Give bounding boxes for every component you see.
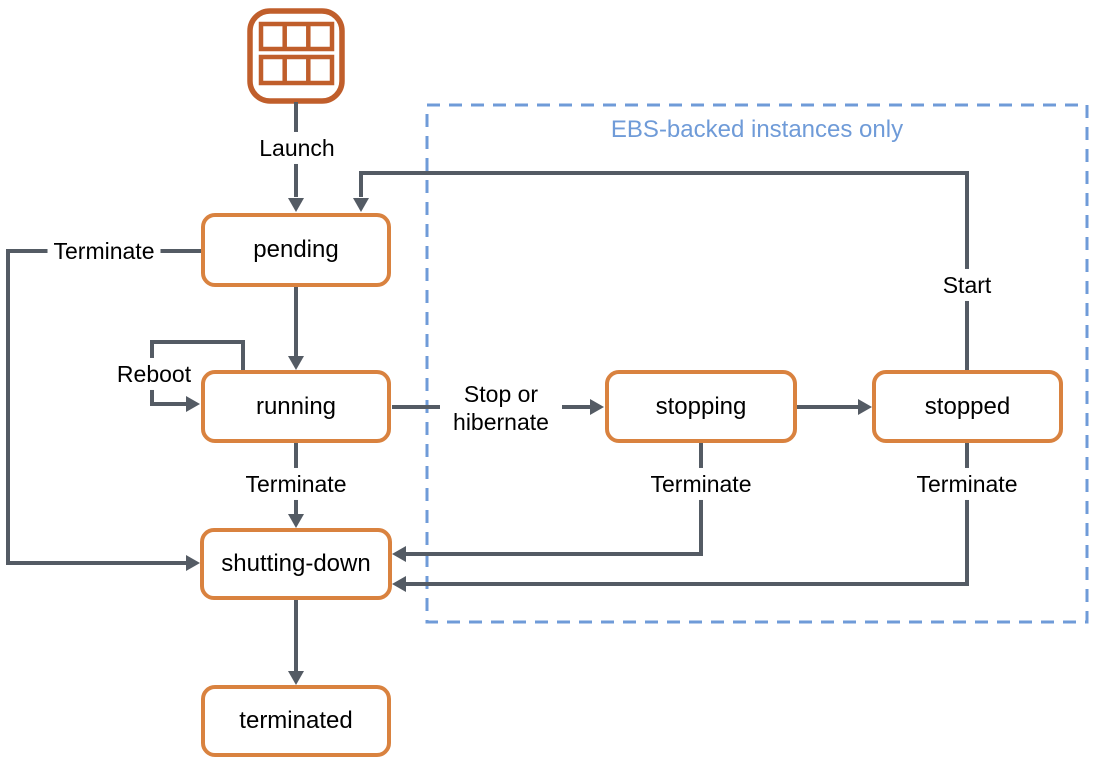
edge-label-terminate-left: Terminate bbox=[47, 234, 161, 268]
state-label-stopped: stopped bbox=[924, 392, 1011, 420]
edge-label-terminate-stopped: Terminate bbox=[910, 467, 1024, 501]
state-node-shutting-down: shutting-down bbox=[200, 528, 392, 600]
edge-terminate-left bbox=[6, 249, 201, 565]
edge-label-launch: Launch bbox=[253, 131, 341, 165]
ebs-group-title: EBS-backed instances only bbox=[610, 116, 904, 143]
state-node-stopping: stopping bbox=[605, 370, 797, 443]
state-node-pending: pending bbox=[201, 213, 391, 287]
state-node-stopped: stopped bbox=[872, 370, 1063, 443]
ebs-group-boundary bbox=[425, 103, 1089, 624]
state-label-terminated: terminated bbox=[239, 707, 353, 734]
edge-label-terminate-stopping: Terminate bbox=[644, 467, 758, 501]
ami-grid-icon bbox=[247, 8, 345, 104]
state-label-shutting-down: shutting-down bbox=[221, 550, 371, 577]
state-node-running: running bbox=[201, 370, 391, 443]
edge-label-stop-or-hibernate: Stop or hibernate bbox=[440, 377, 562, 439]
edge-label-reboot: Reboot bbox=[110, 357, 198, 391]
state-label-running: running bbox=[255, 392, 337, 420]
state-label-stopping: stopping bbox=[655, 392, 747, 420]
edge-label-terminate-running: Terminate bbox=[239, 467, 353, 501]
state-label-pending: pending bbox=[253, 236, 339, 263]
edge-reboot-loop bbox=[150, 340, 245, 406]
edge-start-return bbox=[359, 171, 969, 370]
edge-label-start: Start bbox=[936, 268, 998, 302]
state-node-terminated: terminated bbox=[201, 685, 391, 757]
edge-stopped-shutting bbox=[406, 443, 969, 586]
arrowheads bbox=[186, 198, 872, 685]
